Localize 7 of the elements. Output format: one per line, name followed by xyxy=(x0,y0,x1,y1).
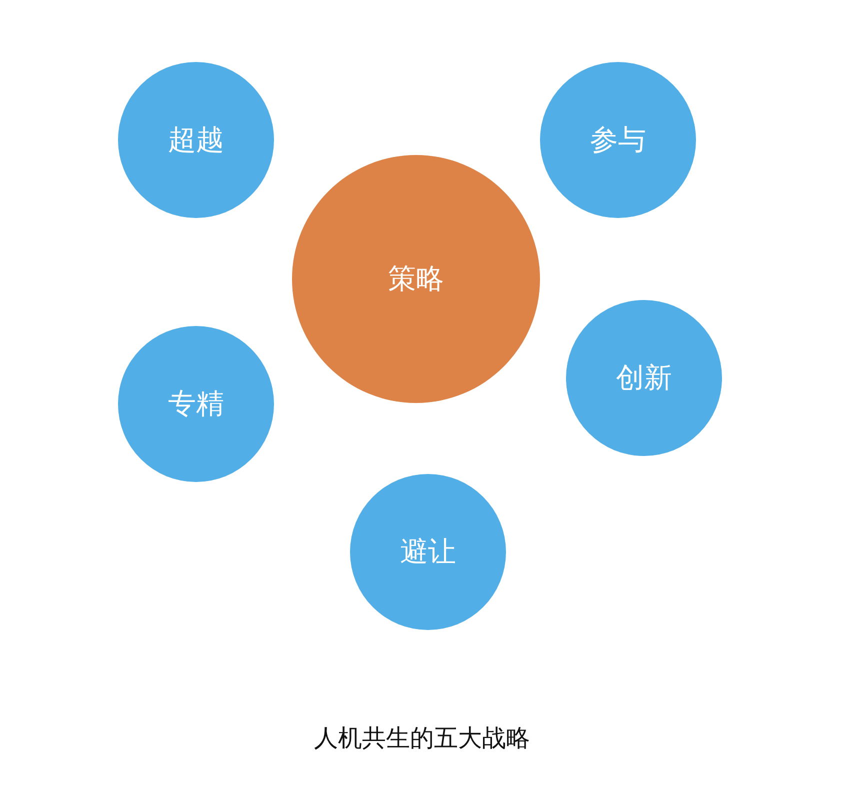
caption: 人机共生的五大战略 xyxy=(314,724,530,752)
node-label: 避让 xyxy=(400,534,456,570)
node-label: 超越 xyxy=(168,122,224,158)
node-label: 策略 xyxy=(388,261,444,297)
node-label: 创新 xyxy=(616,360,672,396)
node-label: 专精 xyxy=(168,386,224,422)
node-label: 参与 xyxy=(590,122,646,158)
